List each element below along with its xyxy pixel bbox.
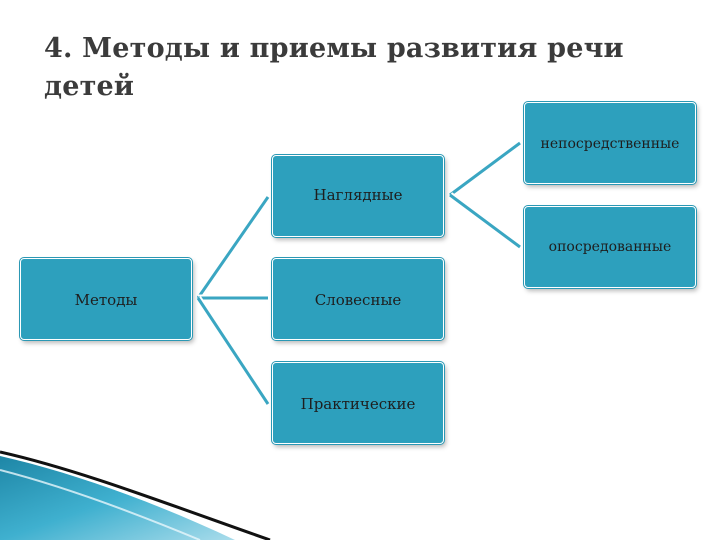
swoosh-fill [0,456,235,540]
